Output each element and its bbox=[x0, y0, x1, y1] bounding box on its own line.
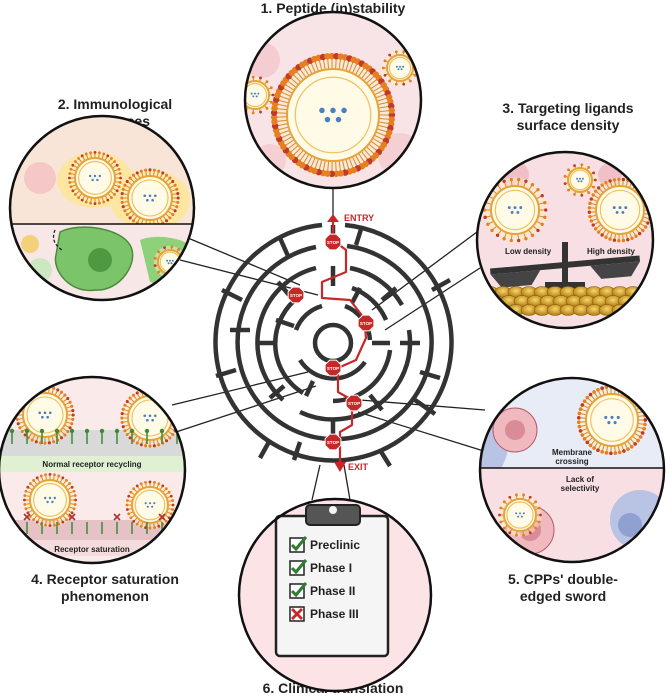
particle-top-left bbox=[15, 385, 75, 445]
high-density-label: High density bbox=[587, 247, 636, 256]
receptor-saturation-label: Receptor saturation bbox=[54, 545, 130, 554]
liposome-a bbox=[68, 151, 122, 206]
exit-label: EXIT bbox=[348, 462, 369, 472]
title-peptide-stability: 1. Peptide (in)stability bbox=[260, 0, 406, 16]
panel-targeting-ligands: Low density High density bbox=[475, 150, 655, 330]
low-density-particle bbox=[482, 177, 548, 243]
cpp-particle-bottom bbox=[498, 493, 542, 537]
liposome-main bbox=[270, 52, 396, 178]
low-density-label: Low density bbox=[505, 247, 552, 256]
liposome-b bbox=[120, 168, 180, 228]
check-icon bbox=[290, 559, 308, 575]
check-icon bbox=[290, 536, 308, 552]
stop-sign: STOP bbox=[324, 233, 342, 251]
stop-label: STOP bbox=[327, 440, 339, 445]
maze bbox=[213, 222, 454, 468]
exit-arrowhead bbox=[334, 462, 346, 472]
stop-sign: STOP bbox=[324, 359, 342, 377]
cross-icon bbox=[291, 608, 303, 620]
checklist-label: Phase I bbox=[310, 561, 352, 575]
clipboard-clip bbox=[305, 504, 361, 526]
checklist-label: Preclinic bbox=[310, 538, 360, 552]
maze-solution-path bbox=[320, 222, 368, 462]
checklist-label: Phase II bbox=[310, 584, 355, 598]
stop-label: STOP bbox=[290, 293, 302, 298]
panel-receptor-saturation: Normal receptor recycling Receptor satur… bbox=[0, 375, 187, 565]
checklist-item: Phase III bbox=[289, 606, 359, 622]
stop-signs: STOP STOP STOP STOP STOP STOP bbox=[287, 233, 375, 451]
checklist-item: Phase I bbox=[289, 559, 352, 576]
checklist-label: Phase III bbox=[310, 607, 359, 621]
receptors bbox=[9, 428, 180, 534]
stop-sign: STOP bbox=[357, 314, 375, 332]
stop-label: STOP bbox=[360, 321, 372, 326]
checklist-item: Phase II bbox=[289, 582, 355, 599]
stop-sign: STOP bbox=[345, 394, 363, 412]
checklist-item: Preclinic bbox=[289, 536, 360, 553]
stop-label: STOP bbox=[327, 366, 339, 371]
small-particles bbox=[563, 163, 597, 197]
stop-label: STOP bbox=[348, 401, 360, 406]
high-density-particle bbox=[587, 177, 653, 243]
normal-receptor-label: Normal receptor recycling bbox=[42, 460, 141, 469]
panel-immunological bbox=[8, 114, 196, 302]
particle-bottom-right bbox=[125, 480, 175, 530]
check-icon bbox=[290, 582, 308, 598]
stop-sign: STOP bbox=[324, 433, 342, 451]
liposome-small-right bbox=[381, 50, 419, 86]
entry-arrowhead bbox=[327, 214, 339, 222]
panel-peptide-stability bbox=[243, 10, 423, 190]
stop-label: STOP bbox=[327, 240, 339, 245]
gold-coins bbox=[481, 286, 648, 316]
particle-bottom-left bbox=[23, 473, 77, 527]
entry-label: ENTRY bbox=[344, 213, 374, 223]
stop-sign: STOP bbox=[287, 286, 305, 304]
title-cpps-double-edged: 5. CPPs' double-edged sword bbox=[508, 571, 618, 604]
cpp-particle-top bbox=[576, 384, 648, 456]
